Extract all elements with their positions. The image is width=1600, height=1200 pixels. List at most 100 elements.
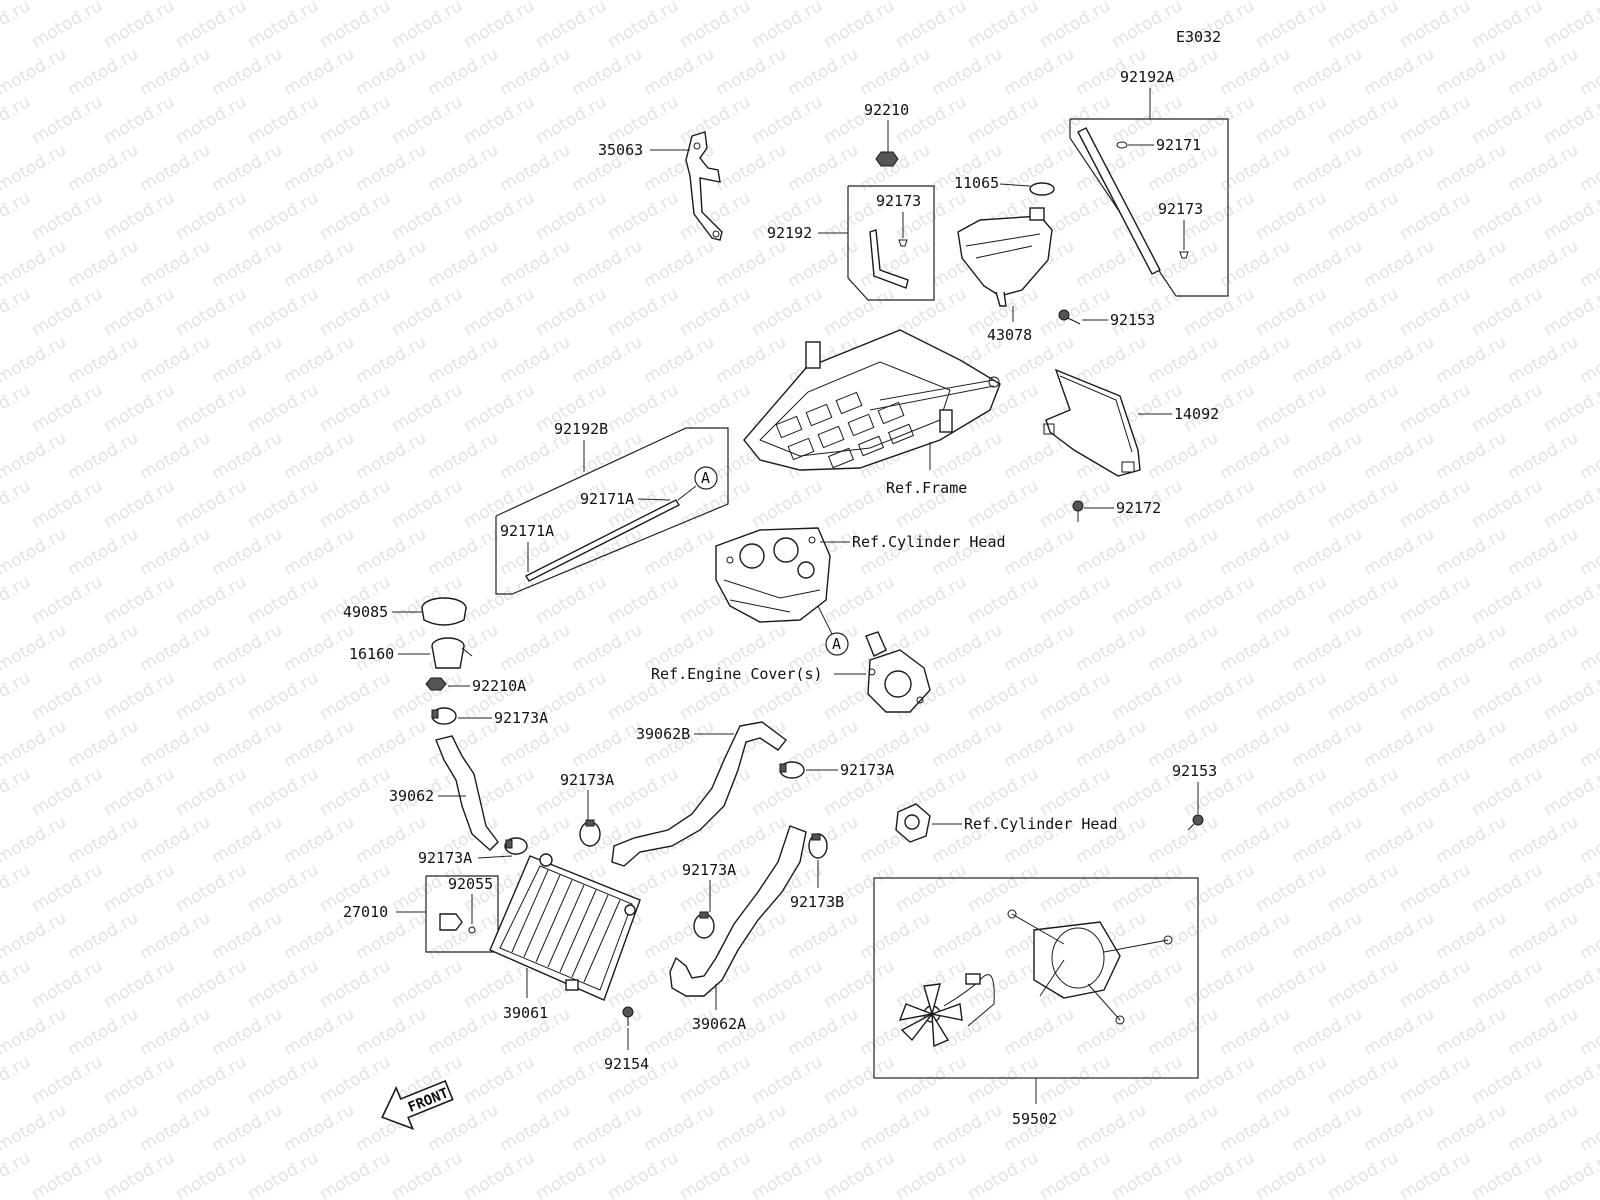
watermark-text: motod.ru [65,236,143,292]
watermark-text: motod.ru [317,956,395,1012]
hose-39062A [669,825,807,997]
radiator-cap-49085 [421,597,467,626]
watermark-text: motod.ru [1109,1148,1187,1200]
watermark-text: motod.ru [1361,1004,1439,1060]
watermark-text: motod.ru [1253,1148,1331,1200]
watermark-text: motod.ru [173,188,251,244]
watermark-text: motod.ru [1469,1148,1547,1200]
label-39062: 39062 [389,787,434,805]
watermark-text: motod.ru [101,1052,179,1108]
watermark-text: motod.ru [1217,332,1295,388]
clamp-92173A-5 [693,911,715,939]
watermark-text: motod.ru [1505,620,1583,676]
watermark-text: motod.ru [1469,572,1547,628]
watermark-text: motod.ru [1397,764,1475,820]
watermark-text: motod.ru [821,1052,899,1108]
watermark-text: motod.ru [641,1100,719,1156]
watermark-text: motod.ru [65,1100,143,1156]
watermark-text: motod.ru [425,236,503,292]
watermark-text: motod.ru [1433,524,1511,580]
watermark-text: motod.ru [317,668,395,724]
watermark-text: motod.ru [317,92,395,148]
watermark-text: motod.ru [1325,764,1403,820]
label-49085: 49085 [343,603,388,621]
watermark-text: motod.ru [1037,0,1115,52]
watermark-text: motod.ru [1361,620,1439,676]
watermark-text: motod.ru [1433,0,1511,4]
watermark-text: motod.ru [29,188,107,244]
label-92173A-1: 92173A [494,709,548,727]
watermark-text: motod.ru [929,44,1007,100]
watermark-text: motod.ru [965,572,1043,628]
fan-blade [898,983,963,1048]
watermark-text: motod.ru [1325,0,1403,52]
watermark-text: motod.ru [821,572,899,628]
watermark-text: motod.ru [1577,0,1600,4]
watermark-text: motod.ru [1037,572,1115,628]
watermark-text: motod.ru [0,476,34,532]
watermark-text: motod.ru [1289,332,1367,388]
watermark-text: motod.ru [1577,236,1600,292]
watermark-text: motod.ru [749,0,827,52]
label-92154: 92154 [604,1055,649,1073]
hose-39062 [435,735,499,851]
watermark-text: motod.ru [641,236,719,292]
watermark-text: motod.ru [1397,956,1475,1012]
watermark-text: motod.ru [1325,1052,1403,1108]
callout-A-1-letter: A [701,469,710,487]
watermark-text: motod.ru [137,236,215,292]
watermark-text: motod.ru [101,668,179,724]
watermark-text: motod.ru [209,44,287,100]
watermark-text: motod.ru [785,1100,863,1156]
watermark-text: motod.ru [281,812,359,868]
watermark-text: motod.ru [965,476,1043,532]
watermark-text: motod.ru [1145,428,1223,484]
watermark-text: motod.ru [1469,956,1547,1012]
watermark-text: motod.ru [1001,1100,1079,1156]
watermark-text: motod.ru [1073,620,1151,676]
watermark-text: motod.ru [1433,812,1511,868]
watermark-text: motod.ru [641,0,719,4]
watermark-text: motod.ru [173,380,251,436]
watermark-text: motod.ru [1577,44,1600,100]
watermark-text: motod.ru [1289,1100,1367,1156]
screw-92172 [1072,500,1084,522]
watermark-text: motod.ru [1073,524,1151,580]
watermark-text: motod.ru [1541,956,1600,1012]
watermark-text: motod.ru [101,764,179,820]
watermark-text: motod.ru [353,0,431,4]
watermark-text: motod.ru [101,956,179,1012]
label-92192: 92192 [767,224,812,242]
watermark-text: motod.ru [533,1148,611,1200]
box-92192A [1069,118,1229,297]
watermark-text: motod.ru [1289,716,1367,772]
watermark-text: motod.ru [1253,668,1331,724]
watermark-text: motod.ru [1289,44,1367,100]
fan-shroud [1007,909,1173,1025]
watermark-text: motod.ru [425,908,503,964]
watermark-text: motod.ru [605,1148,683,1200]
watermark-text: motod.ru [1109,1052,1187,1108]
clip-92173-top [898,239,908,247]
bolt-92154 [622,1006,634,1026]
watermark-text: motod.ru [0,1148,34,1200]
watermark-text: motod.ru [641,44,719,100]
hose-92192B [525,499,680,582]
watermark-text: motod.ru [1289,908,1367,964]
watermark-text: motod.ru [1145,1004,1223,1060]
watermark-text: motod.ru [497,332,575,388]
watermark-text: motod.ru [1289,140,1367,196]
watermark-text: motod.ru [1505,1004,1583,1060]
watermark-text: motod.ru [857,1100,935,1156]
watermark-text: motod.ru [65,716,143,772]
watermark-text: motod.ru [317,1148,395,1200]
watermark-text: motod.ru [533,188,611,244]
watermark-text: motod.ru [281,716,359,772]
clamp-92173A-2 [779,761,805,779]
watermark-text: motod.ru [1217,1004,1295,1060]
watermark-text: motod.ru [1289,236,1367,292]
watermark-text: motod.ru [0,92,34,148]
watermark-text: motod.ru [1577,428,1600,484]
watermark-text: motod.ru [497,236,575,292]
watermark-text: motod.ru [1505,524,1583,580]
